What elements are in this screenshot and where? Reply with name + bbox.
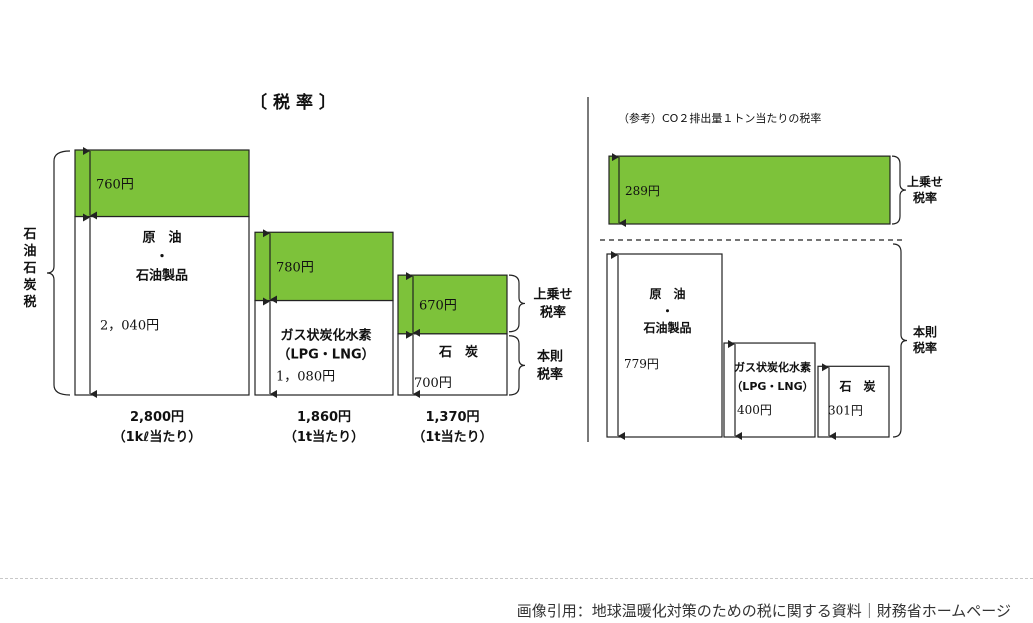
surcharge-legend-label: 税率 bbox=[913, 190, 937, 205]
surcharge-legend-brace bbox=[508, 274, 526, 333]
right-chart-title: （参考）CO２排出量１トン当たりの税率 bbox=[618, 111, 821, 125]
surcharge-legend-label: 税率 bbox=[540, 304, 566, 320]
category-label: 石油製品 bbox=[642, 320, 691, 335]
base-legend-label: 本則 bbox=[537, 348, 563, 364]
category-label: ガス状炭化水素 bbox=[734, 360, 811, 374]
total-value-label: 1,860円 bbox=[297, 410, 351, 425]
oil-coal-tax-label: 石 bbox=[22, 227, 36, 242]
left-chart-title: 〔 税 率 〕 bbox=[250, 92, 336, 113]
category-label: ガス状炭化水素 bbox=[280, 328, 371, 344]
surcharge-rate-bar bbox=[74, 149, 250, 218]
surcharge-legend-label: 上乗せ bbox=[533, 286, 572, 302]
base-legend-label: 税率 bbox=[913, 340, 937, 355]
unit-label: （1kℓ当たり） bbox=[113, 429, 202, 445]
base-legend-label: 本則 bbox=[913, 324, 937, 339]
base-value-label: 1，080円 bbox=[276, 370, 335, 385]
base-value-label: 301円 bbox=[828, 403, 863, 417]
category-label: 原 油 bbox=[649, 286, 685, 301]
unit-label: （1t当たり） bbox=[284, 429, 364, 445]
base-legend-brace bbox=[508, 335, 526, 396]
category-label: 石 炭 bbox=[838, 378, 875, 393]
oil-coal-tax-brace bbox=[46, 150, 71, 396]
category-label: 石 炭 bbox=[438, 344, 478, 360]
category-label: ・ bbox=[661, 304, 673, 318]
oil-coal-tax-label: 税 bbox=[23, 294, 36, 310]
surcharge-value-label: 289円 bbox=[625, 184, 660, 198]
unit-label: （1t当たり） bbox=[412, 429, 492, 445]
category-label: 原 油 bbox=[142, 230, 181, 246]
oil-coal-tax-label: 炭 bbox=[23, 277, 36, 293]
image-source-caption: 画像引用：地球温暖化対策のための税に関する資料｜財務省ホームページ bbox=[516, 602, 1011, 620]
base-rate-bar bbox=[606, 253, 723, 438]
category-label: ・ bbox=[155, 250, 168, 265]
footer-divider bbox=[0, 578, 1033, 579]
surcharge-value-label: 780円 bbox=[276, 260, 314, 275]
surcharge-value-label: 760円 bbox=[96, 177, 134, 192]
category-label: （LPG・LNG） bbox=[731, 380, 813, 393]
category-label: 石油製品 bbox=[135, 268, 188, 284]
base-legend-brace bbox=[892, 243, 908, 438]
surcharge-rate-bar bbox=[608, 155, 891, 225]
base-legend-label: 税率 bbox=[537, 366, 563, 382]
base-value-label: 700円 bbox=[414, 376, 452, 391]
base-value-label: 400円 bbox=[737, 403, 772, 417]
surcharge-legend-label: 上乗せ bbox=[907, 174, 943, 189]
category-label: （LPG・LNG） bbox=[277, 347, 374, 363]
base-value-label: 2，040円 bbox=[100, 319, 159, 334]
base-rate-bar bbox=[74, 215, 250, 396]
oil-coal-tax-label: 石 bbox=[22, 261, 36, 276]
total-value-label: 1,370円 bbox=[425, 410, 479, 425]
total-value-label: 2,800円 bbox=[130, 410, 184, 425]
base-rate-bar bbox=[254, 299, 394, 396]
surcharge-rate-bar bbox=[254, 231, 394, 302]
base-value-label: 779円 bbox=[624, 357, 659, 371]
surcharge-legend-brace bbox=[891, 155, 907, 225]
oil-coal-tax-label: 油 bbox=[23, 243, 36, 259]
surcharge-value-label: 670円 bbox=[419, 298, 457, 313]
